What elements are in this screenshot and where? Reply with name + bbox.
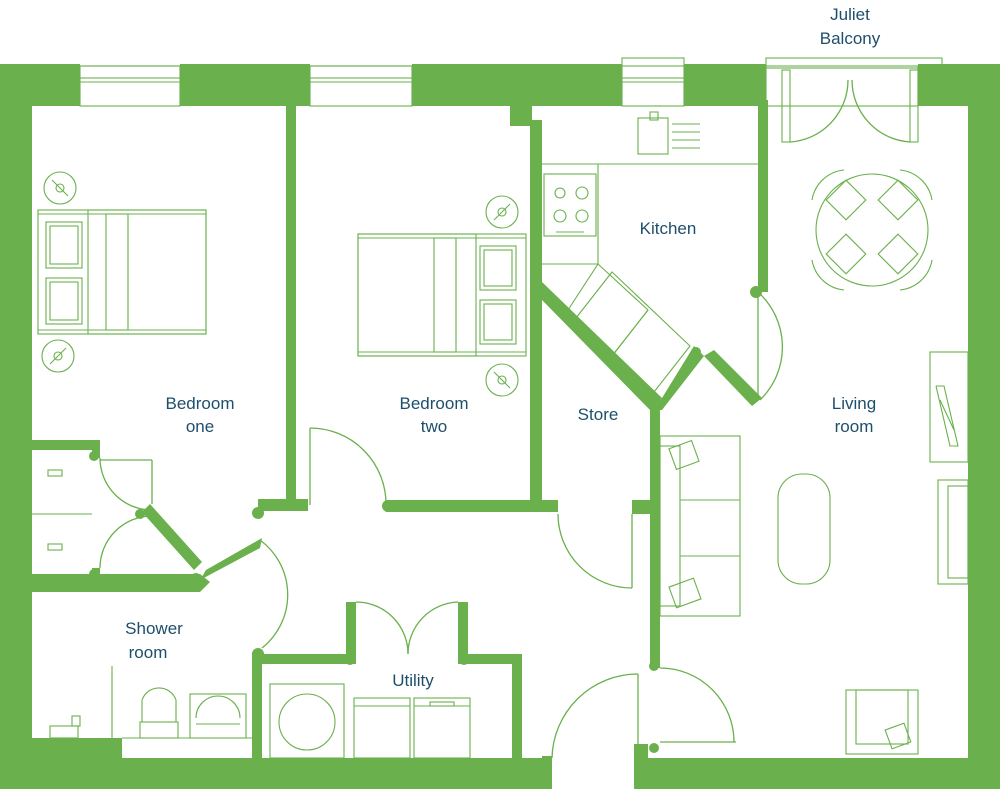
window-kitchen <box>619 57 687 107</box>
furniture <box>32 111 969 759</box>
window-bedroom-two <box>307 65 415 107</box>
sideboard-icon <box>937 479 969 585</box>
armchair-icon <box>845 689 919 755</box>
juliet-balcony-doors <box>765 57 943 143</box>
bedroom-two-label-line2: two <box>421 417 447 436</box>
bedroom-one-label-line1: Bedroom <box>166 394 235 413</box>
lamp-icon <box>41 339 75 373</box>
appliance-icon <box>413 697 471 759</box>
lamp-icon <box>485 195 519 229</box>
kitchen-label: Kitchen <box>640 219 697 238</box>
door-swings <box>99 291 784 759</box>
outer-walls <box>0 64 1000 789</box>
shower-room-label-line2: room <box>129 643 168 662</box>
bed-icon <box>357 233 527 357</box>
room-labels: Juliet Balcony Kitchen Bedroom one Bedro… <box>125 5 881 690</box>
shower-icon <box>49 666 113 739</box>
shower-room-label-line1: Shower <box>125 619 183 638</box>
dining-table-icon <box>811 169 933 291</box>
juliet-balcony-label-line1: Juliet <box>830 5 870 24</box>
living-room-label-line1: Living <box>832 394 876 413</box>
bedroom-one-label-line2: one <box>186 417 214 436</box>
window-bedroom-one <box>77 65 183 107</box>
toilet-icon <box>139 687 179 739</box>
sink-icon <box>637 111 700 155</box>
windows <box>77 57 943 143</box>
bedroom-two-label-line1: Bedroom <box>400 394 469 413</box>
store-label: Store <box>578 405 619 424</box>
appliance-icon <box>353 697 411 759</box>
sofa-icon <box>659 435 741 617</box>
basin-icon <box>189 693 247 739</box>
lamp-icon <box>485 363 519 397</box>
living-room-label-line2: room <box>835 417 874 436</box>
tv-icon <box>929 351 969 463</box>
kitchen-counter <box>542 163 758 393</box>
washing-machine-icon <box>269 683 345 759</box>
juliet-balcony-label-line2: Balcony <box>820 29 881 48</box>
hob-icon <box>543 173 597 237</box>
lamp-icon <box>43 171 77 205</box>
bed-icon <box>37 209 207 335</box>
coffee-table-icon <box>777 473 831 585</box>
utility-label: Utility <box>392 671 434 690</box>
wardrobe-icon <box>32 469 92 551</box>
